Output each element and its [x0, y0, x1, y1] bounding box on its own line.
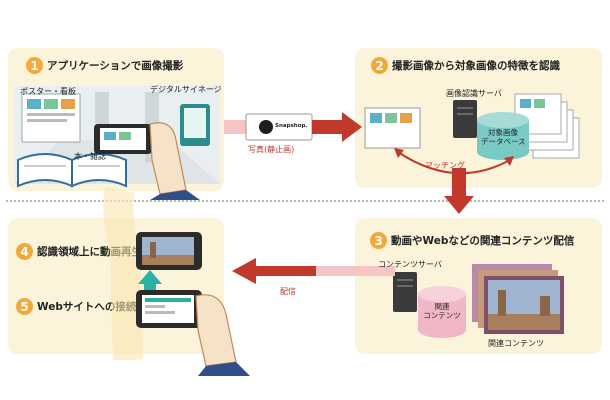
- delivery-beam: [250, 266, 395, 276]
- delivery-arrow-shaft: [256, 266, 316, 276]
- poster-line-2: [27, 119, 67, 122]
- phone-web-header: [145, 298, 191, 302]
- snapshop-logo-circle: [259, 120, 273, 134]
- arrow-2-3-shaft: [452, 168, 466, 196]
- captured-thumb: [385, 113, 397, 123]
- poster-thumb-2: [44, 99, 58, 109]
- video-tower: [540, 296, 550, 316]
- related-content-label: 関連コンテンツ: [488, 339, 544, 348]
- light-path: [103, 187, 143, 361]
- phone-video-tower: [150, 242, 156, 258]
- delivery-label: 配信: [280, 287, 296, 296]
- step-5-number: 5: [16, 298, 33, 315]
- snap-logo-text: Snapshop.: [275, 123, 308, 129]
- book-label: 本・雑誌: [74, 152, 106, 161]
- db-top: [418, 286, 466, 302]
- poster-thumb-3: [61, 99, 75, 109]
- step-1-number: 1: [26, 57, 43, 74]
- sleeve-icon: [150, 190, 200, 200]
- arrow-2-3-head: [444, 196, 474, 214]
- target-database-icon: [477, 120, 529, 160]
- step-3-label: 動画やWebなどの関連コンテンツ配信: [391, 235, 575, 247]
- poster-label: ポスター・看板: [20, 87, 76, 96]
- step-4-number: 4: [16, 243, 33, 260]
- related-content-db-icon: [418, 294, 466, 338]
- captured-thumb: [400, 113, 412, 123]
- phone-video-ground: [142, 255, 194, 265]
- arrow-1-2-shaft: [312, 120, 342, 134]
- step-1-label: アプリケーションで画像撮影: [47, 60, 184, 72]
- content-server-icon: [393, 272, 417, 312]
- signage-screen: [184, 108, 206, 138]
- target-db-label: 対象画像 データベース: [481, 128, 526, 146]
- matching-arrowhead-right: [504, 156, 514, 166]
- beam-left: [224, 120, 246, 134]
- poster-line-1: [27, 113, 75, 116]
- phone-web-line: [145, 305, 165, 308]
- captured-thumb: [370, 113, 382, 123]
- step-1-heading: 1 アプリケーションで画像撮影: [26, 57, 183, 74]
- image-server-label: 画像認識サーバ: [446, 89, 502, 98]
- step-2-heading: 2 撮影画像から対象画像の特徴を認識: [371, 57, 560, 74]
- step-3-number: 3: [370, 232, 387, 249]
- phone-thumb: [104, 132, 116, 140]
- step-2-number: 2: [371, 57, 388, 74]
- content-server-label: コンテンツサーバ: [378, 260, 442, 269]
- photo-label: 写真(静止画): [248, 145, 295, 154]
- db-top: [477, 112, 529, 128]
- video-tower: [498, 290, 506, 316]
- stack-thumb: [520, 99, 531, 108]
- arrow-1-2-head: [342, 112, 362, 142]
- phone-thumb: [119, 132, 131, 140]
- section-divider: [6, 200, 604, 202]
- video-ground: [488, 314, 560, 330]
- related-db-label: 関連 コンテンツ: [423, 302, 461, 320]
- hand-icon: [195, 294, 237, 367]
- matching-arrowhead-left: [394, 148, 404, 158]
- phone-web-line: [145, 311, 175, 314]
- step-3-heading: 3 動画やWebなどの関連コンテンツ配信: [370, 232, 574, 249]
- stack-thumb: [534, 99, 545, 108]
- pointer-arrow-icon: [138, 270, 162, 296]
- sleeve-icon: [198, 362, 250, 376]
- poster-thumb-1: [27, 99, 41, 109]
- step-2-label: 撮影画像から対象画像の特徴を認識: [392, 60, 560, 72]
- matching-label: マッチング: [425, 161, 465, 170]
- delivery-arrowhead: [232, 258, 256, 284]
- image-recognition-server-icon: [453, 100, 477, 138]
- signage-label: デジタルサイネージ: [150, 85, 222, 94]
- book-right-page: [71, 153, 127, 188]
